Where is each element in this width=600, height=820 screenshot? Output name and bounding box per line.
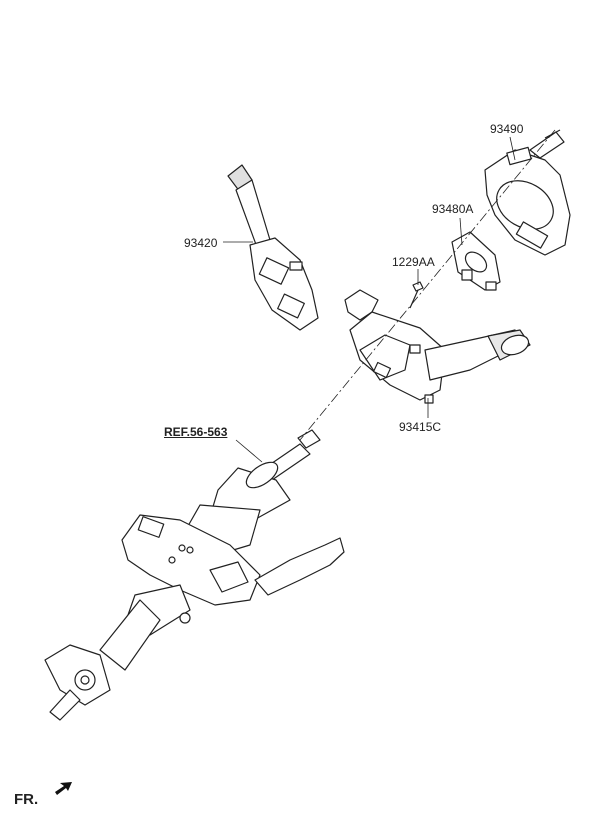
leader-93480A [459,217,463,246]
steering-column [44,429,345,721]
angle-sensor [451,231,501,291]
part-label-1229AA: 1229AA [392,255,435,269]
centerline [299,129,556,441]
screw [409,281,424,309]
front-direction-arrow [55,782,72,795]
wiper-switch [227,164,319,331]
part-label-93490: 93490 [490,122,524,136]
leader-93490 [509,136,516,161]
multifunction-switch [344,289,531,404]
part-label-93415C: 93415C [399,420,442,434]
leader-ref [235,439,263,463]
front-direction-label: FR. [14,791,39,808]
part-label-93480A: 93480A [432,202,474,216]
clock-spring [484,129,571,256]
ref-label: REF.56-563 [164,425,228,439]
part-label-93420: 93420 [184,236,218,250]
